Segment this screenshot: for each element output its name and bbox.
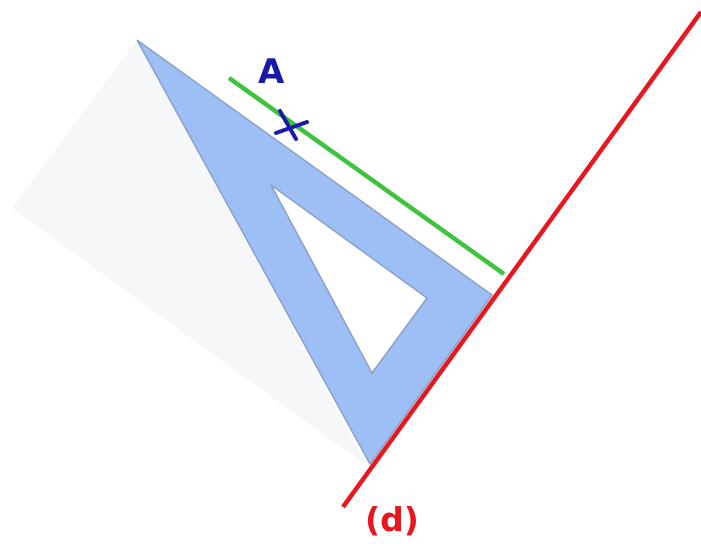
line-d bbox=[341, 10, 701, 509]
point-a-stroke-2 bbox=[274, 120, 309, 135]
point-a-stroke-1 bbox=[278, 109, 298, 141]
line-d-label: (d) bbox=[365, 500, 419, 539]
set-square-shadow bbox=[12, 40, 367, 466]
set-square[interactable] bbox=[137, 40, 492, 464]
point-a-label: A bbox=[258, 52, 285, 92]
parallel-line bbox=[227, 76, 506, 276]
set-square-edge bbox=[136, 39, 494, 466]
point-a-mark bbox=[274, 109, 309, 141]
